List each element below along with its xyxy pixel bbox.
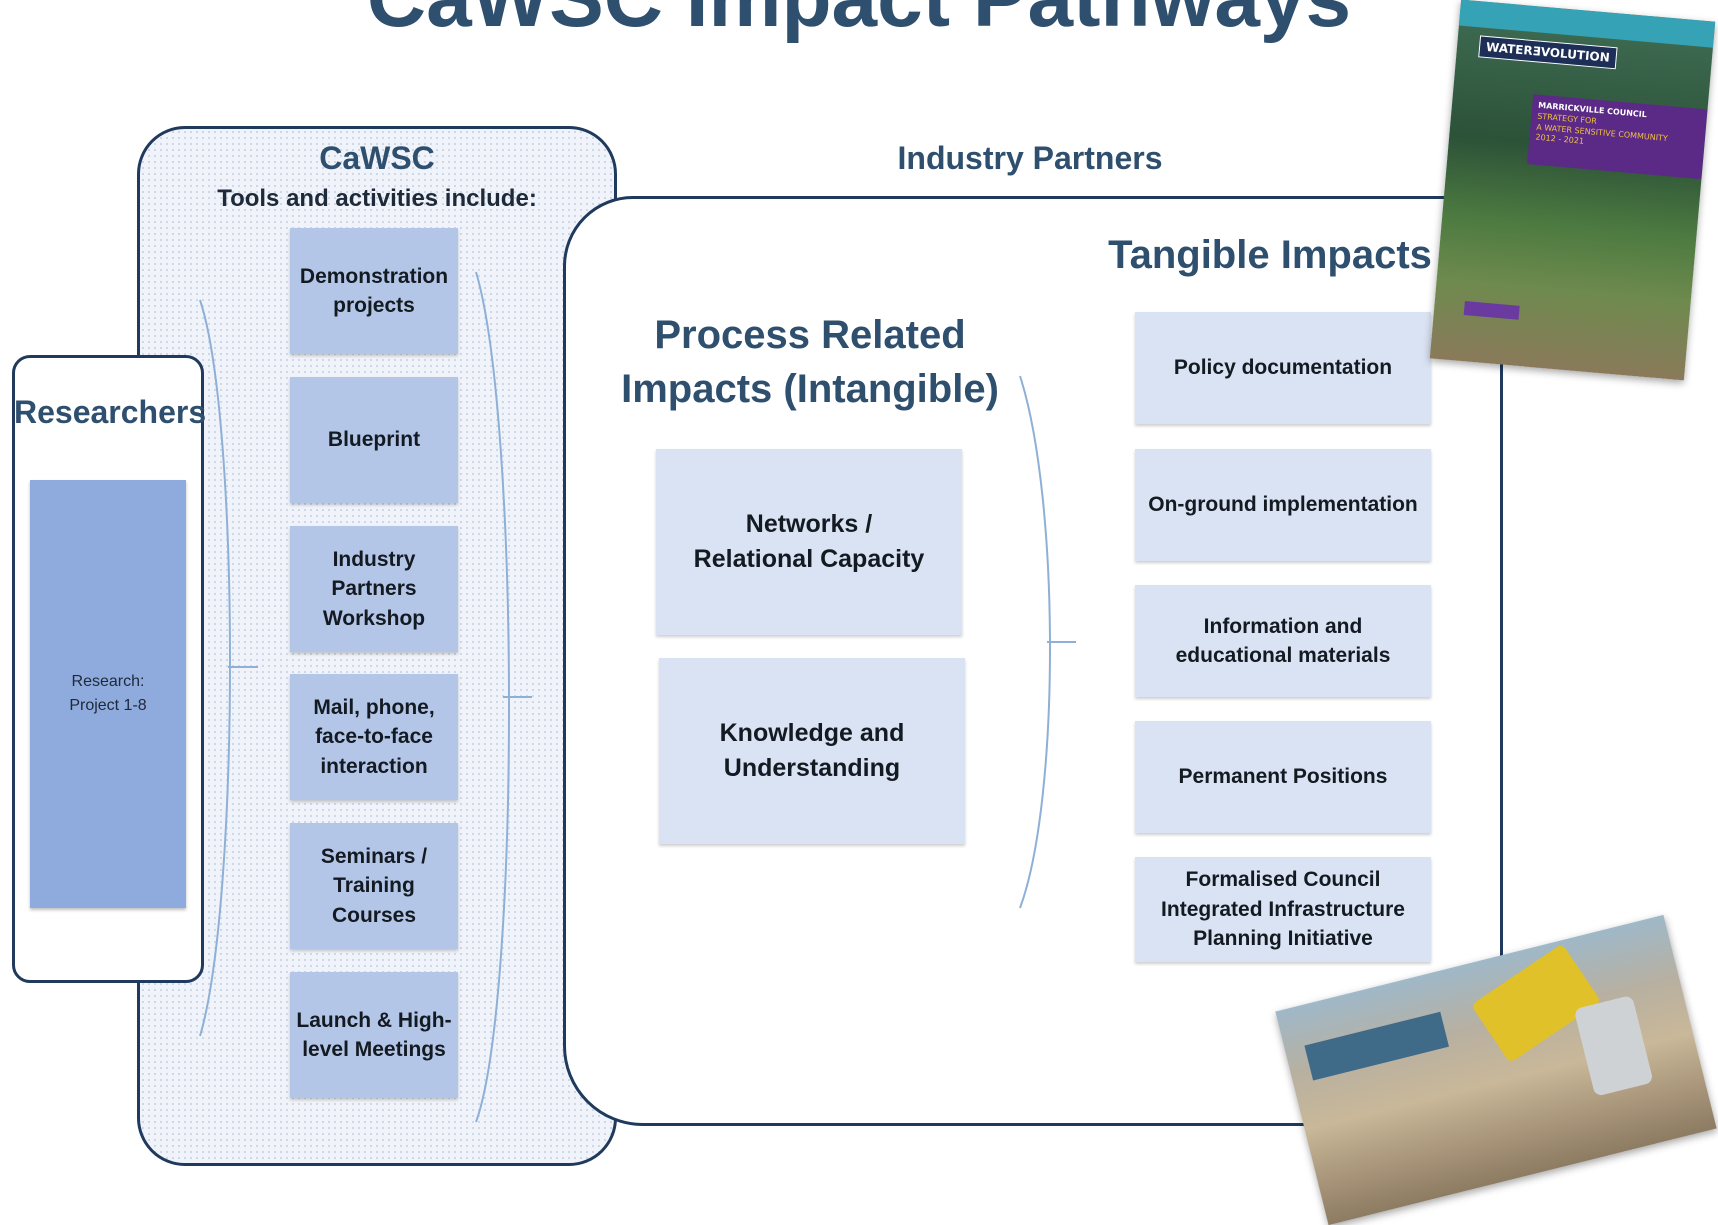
- tool-seminars-training: Seminars / Training Courses: [290, 823, 458, 949]
- brochure-strategy-banner: MARRICKVILLE COUNCIL STRATEGY FOR A WATE…: [1527, 94, 1708, 180]
- tangible-impact-label: On-ground implementation: [1148, 493, 1418, 517]
- tangible-policy-documentation: Policy documentation: [1135, 312, 1431, 424]
- process-impact-label: Knowledge and Understanding: [719, 719, 905, 782]
- researchers-heading: Researchers: [14, 394, 207, 430]
- tangible-permanent-positions: Permanent Positions: [1135, 721, 1431, 833]
- tool-label: Mail, phone, face-to-face interaction: [313, 695, 435, 778]
- tangible-educational-materials: Information and educational materials: [1135, 585, 1431, 697]
- tangible-impact-label: Formalised Council Integrated Infrastruc…: [1161, 868, 1405, 951]
- tangible-impacts-heading: Tangible Impacts: [1108, 233, 1432, 277]
- fence-shape: [1304, 1011, 1449, 1081]
- tangible-impact-label: Information and educational materials: [1175, 614, 1391, 667]
- cawsc-heading: CaWSC: [319, 140, 435, 176]
- tangible-impact-label: Permanent Positions: [1178, 765, 1388, 789]
- tool-label: Industry Partners Workshop: [322, 547, 426, 630]
- tool-label: Seminars / Training Courses: [320, 844, 428, 927]
- process-impact-networks: Networks / Relational Capacity: [656, 449, 962, 635]
- tool-launch-meetings: Launch & High- level Meetings: [290, 972, 458, 1098]
- tangible-on-ground-implementation: On-ground implementation: [1135, 449, 1431, 561]
- tangible-formalised-council-initiative: Formalised Council Integrated Infrastruc…: [1135, 857, 1431, 962]
- process-impact-knowledge: Knowledge and Understanding: [659, 658, 965, 844]
- brochure-image: WATERƎVOLUTION MARRICKVILLE COUNCIL STRA…: [1429, 0, 1716, 381]
- pipe-shape: [1573, 994, 1654, 1097]
- bracket-right-tools: [475, 271, 510, 1123]
- brochure-footer-logo: [1463, 301, 1520, 320]
- process-impact-label: Networks / Relational Capacity: [693, 510, 925, 573]
- research-projects-box: Research: Project 1-8: [30, 480, 186, 908]
- tool-blueprint: Blueprint: [290, 377, 458, 503]
- bracket-left-tools: [199, 299, 231, 1037]
- cawsc-subheading: Tools and activities include:: [217, 185, 537, 212]
- tool-label: Blueprint: [327, 428, 421, 452]
- bracket-process-impacts: [1019, 375, 1051, 909]
- tool-label: Demonstration projects: [299, 264, 449, 317]
- tangible-impact-label: Policy documentation: [1173, 356, 1393, 380]
- tool-industry-partners-workshop: Industry Partners Workshop: [290, 526, 458, 652]
- tool-demonstration-projects: Demonstration projects: [290, 228, 458, 354]
- tool-label: Launch & High- level Meetings: [296, 1008, 452, 1061]
- process-impacts-heading: Process Related Impacts (Intangible): [621, 313, 999, 411]
- industry-partners-heading: Industry Partners: [897, 140, 1163, 176]
- research-projects-label: Research: Project 1-8: [69, 673, 147, 714]
- tool-mail-phone-interaction: Mail, phone, face-to-face interaction: [290, 674, 458, 800]
- page-title: CaWSC Impact Pathways: [0, 0, 1718, 46]
- brochure-logo: WATERƎVOLUTION: [1478, 35, 1618, 70]
- bracket-connectors: [199, 271, 1076, 1123]
